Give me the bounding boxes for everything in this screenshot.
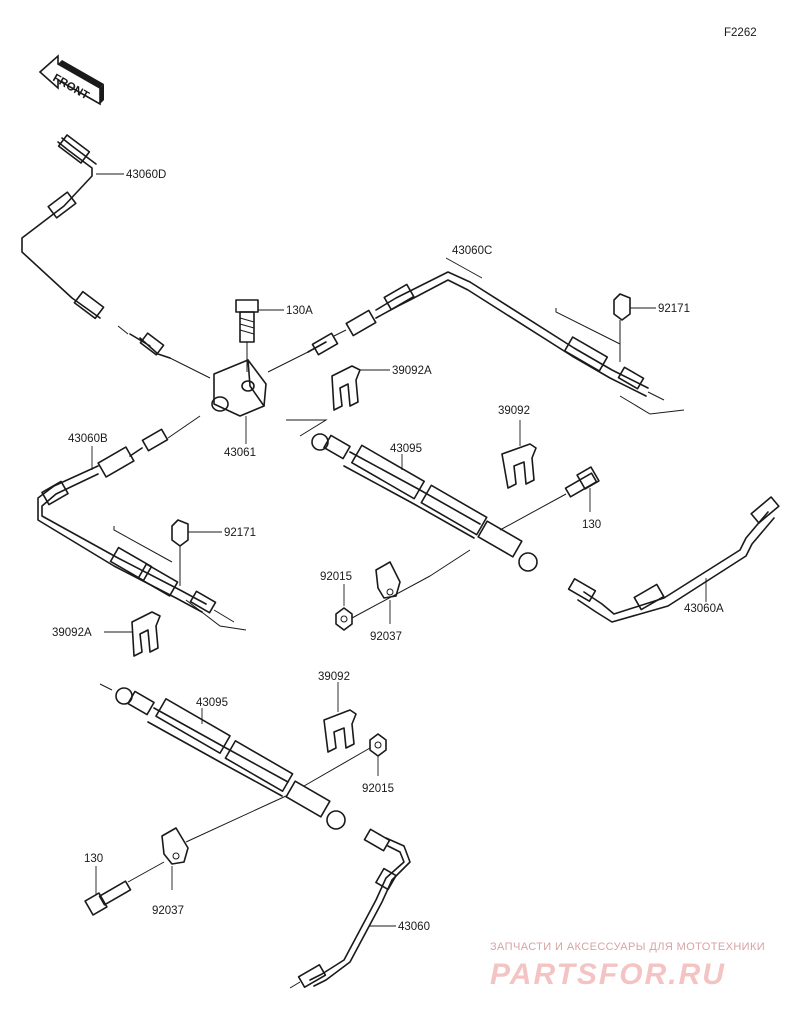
bolt-130-mid: [499, 466, 600, 531]
clamp-92037-low: [161, 795, 287, 890]
plate-39092-top: [501, 420, 537, 489]
label-39092-top: 39092: [498, 405, 530, 417]
clip-92171-mid: [171, 519, 222, 586]
label-92037-mid: 92037: [370, 631, 402, 643]
hose-43060A: [567, 496, 780, 623]
nut-92015-low: [303, 733, 387, 787]
clamp-92037-mid: [351, 549, 471, 624]
watermark-tagline: ЗАПЧАСТИ И АКСЕССУАРЫ ДЛЯ МОТОТЕХНИКИ: [490, 941, 765, 953]
label-92171-mid: 92171: [224, 527, 256, 539]
label-39092A-left: 39092A: [52, 627, 92, 639]
plate-39092A-top: [331, 365, 390, 411]
label-92015-mid: 92015: [320, 571, 352, 583]
label-130-low: 130: [84, 853, 103, 865]
label-92171-top: 92171: [658, 303, 690, 315]
clip-92171-top: [613, 293, 656, 362]
label-43095-top: 43095: [390, 443, 422, 455]
label-43060D: 43060D: [126, 169, 166, 181]
front-arrow-icon: FRONT: [38, 54, 104, 106]
bolt-130A: [235, 299, 284, 372]
label-92015-low: 92015: [362, 783, 394, 795]
label-43060A: 43060A: [684, 603, 724, 615]
hose-43060C: [267, 257, 685, 415]
label-43060: 43060: [398, 921, 430, 933]
label-39092-low: 39092: [318, 671, 350, 683]
hose-43095-low: [99, 683, 346, 830]
label-43061: 43061: [224, 447, 256, 459]
bolt-130-low: [84, 861, 165, 916]
label-92037-low: 92037: [152, 905, 184, 917]
label-43095-low: 43095: [196, 697, 228, 709]
figure-code: F2262: [724, 27, 757, 39]
plate-39092-low: [323, 682, 357, 753]
label-130-mid: 130: [582, 519, 601, 531]
watermark-brand: PARTSFOR.RU: [490, 958, 726, 991]
hose-43060: [289, 828, 411, 989]
hose-43060B: [37, 415, 247, 631]
nut-92015-mid: [335, 584, 353, 631]
label-43060C: 43060C: [452, 245, 492, 257]
label-39092A-top: 39092A: [392, 365, 432, 377]
label-43060B: 43060B: [68, 433, 108, 445]
plate-39092A-left: [104, 611, 161, 657]
joint-43061: [211, 359, 267, 444]
label-130A: 130A: [286, 305, 313, 317]
hose-43095-top: [286, 419, 538, 572]
hose-43060D: [21, 134, 211, 379]
